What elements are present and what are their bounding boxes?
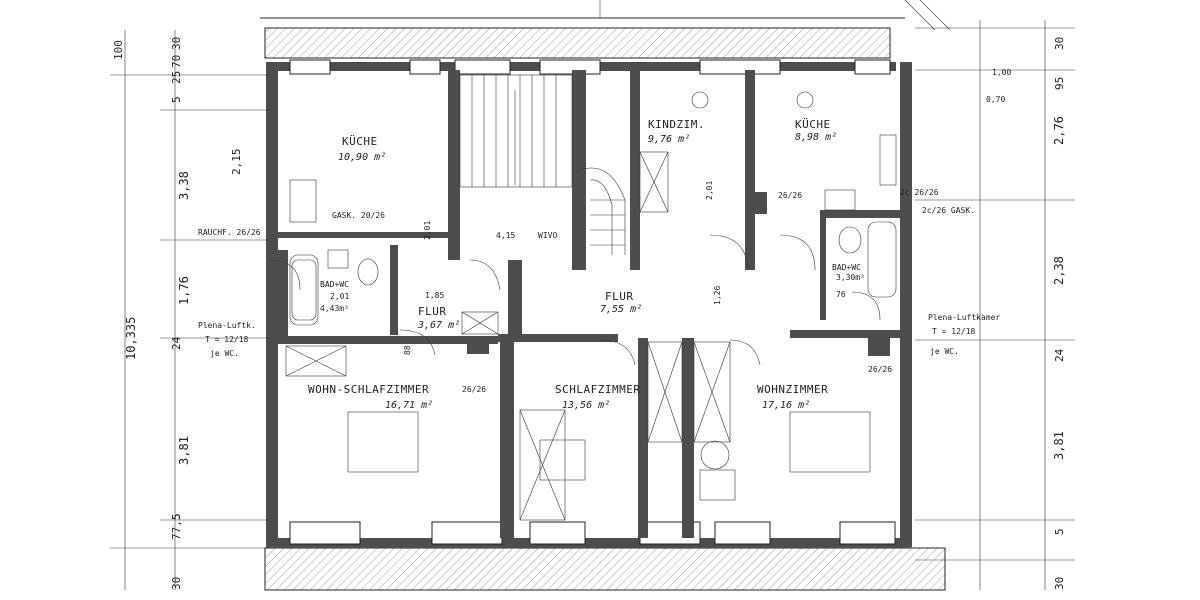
dim-right-30: 30 — [1053, 37, 1066, 50]
dimension-lines-left — [110, 30, 270, 590]
dim-left-24: 24 — [170, 336, 183, 350]
room-area-kindzim: 9,76 m² — [648, 134, 690, 145]
fixtures — [289, 134, 897, 501]
dim-inner-4-15: 4,15 — [496, 231, 515, 240]
roof-strip-bottom — [264, 547, 946, 591]
room-area-kueche-right: 8,98 m² — [795, 132, 837, 143]
dim-right-30b: 30 — [1053, 577, 1066, 590]
vent-left-line1: Plena-Luftk. — [198, 321, 256, 330]
room-area-wohnzimmer: 17,16 m² — [762, 400, 810, 411]
room-name-kueche-left: KÜCHE — [342, 135, 378, 148]
room-name-bad-left: BAD+WC — [320, 280, 349, 289]
dim-right-95: 95 — [1053, 77, 1066, 90]
note-rauchf: RAUCHF. 26/26 — [198, 228, 261, 237]
door-swings — [269, 91, 881, 470]
dim-right-1-00: 1,00 — [992, 68, 1011, 77]
room-name-wohn-schlaf: WOHN-SCHLAFZIMMER — [308, 383, 429, 396]
dim-left-5: 5 — [170, 96, 183, 103]
vent-left-line3: je WC. — [210, 349, 239, 358]
room-name-flur-mid: FLUR — [605, 290, 634, 303]
room-area-flur-mid: 7,55 m² — [600, 304, 642, 315]
note-dim-26-26-right: 26/26 — [868, 365, 892, 374]
staircase — [459, 74, 626, 255]
dim-left-30b: 30 — [170, 577, 183, 590]
dim-right-0-70: 0,70 — [986, 95, 1005, 104]
room-area-kueche-left: 10,90 m² — [338, 152, 386, 163]
dim-left-3-38: 3,38 — [177, 171, 191, 200]
windows-bottom — [289, 521, 896, 545]
interior-walls — [278, 70, 900, 538]
room-name-wivo: WIVO — [538, 231, 557, 240]
dim-inner-2-01: 2,01 — [423, 221, 432, 240]
room-area-flur-left: 3,67 m² — [417, 320, 460, 331]
dim-left-77-5: 77,5 — [170, 514, 183, 541]
dim-left-30: 30 — [170, 37, 183, 50]
room-name-kindzim: KINDZIM. — [648, 118, 705, 131]
vent-right-line1: Plena-Luftkamer — [928, 313, 1000, 322]
dim-inner-76: 76 — [836, 290, 846, 299]
note-gask-right: 2c/26 GASK. — [922, 206, 975, 215]
dim-right-2-38: 2,38 — [1052, 256, 1066, 285]
dim-left-70: 70 — [170, 55, 183, 68]
room-area2-bad-left: 4,43m² — [320, 304, 349, 313]
room-name-bad-right: BAD+WC — [832, 263, 861, 272]
note-gask-left: GASK. 20/26 — [332, 211, 385, 220]
dim-right-2-76: 2,76 — [1052, 116, 1066, 145]
dim-inner-2-01b: 2,01 — [705, 181, 714, 200]
dim-left-3-81: 3,81 — [177, 436, 191, 465]
dim-left-25: 25 — [170, 71, 183, 84]
dim-left-5b: 5 — [170, 513, 183, 520]
dim-inner-1-85: 1,85 — [425, 291, 444, 300]
dim-right-3-81: 3,81 — [1052, 431, 1066, 460]
room-area-bad-right: 3,30m² — [836, 273, 865, 282]
room-name-flur-left: FLUR — [418, 305, 447, 318]
dimension-lines-right — [904, 0, 1075, 590]
vent-right-line3: je WC. — [930, 347, 959, 356]
dim-inner-1-26: 1,26 — [713, 286, 722, 305]
note-26-26-mid: 26/26 — [462, 385, 486, 394]
room-name-wohnzimmer: WOHNZIMMER — [757, 383, 828, 396]
dim-right-5: 5 — [1053, 528, 1066, 535]
dim-right-24: 24 — [1053, 348, 1066, 362]
dim-left-total: 10,335 — [124, 317, 138, 360]
room-name-kueche-right: KÜCHE — [795, 118, 831, 131]
shafts — [285, 151, 731, 521]
roof-strip-top — [264, 27, 891, 59]
dim-left-1-76: 1,76 — [177, 276, 191, 305]
room-area-wohn-schlaf: 16,71 m² — [385, 400, 433, 411]
vent-left-line2: T = 12/18 — [205, 335, 249, 344]
dim-left-2-15: 2,15 — [230, 149, 243, 176]
vent-right-line2: T = 12/18 — [932, 327, 976, 336]
room-name-schlafzimmer: SCHLAFZIMMER — [555, 383, 640, 396]
room-area-bad-left: 2,01 — [330, 292, 349, 301]
note-2c-26: 2c 26/26 — [900, 188, 939, 197]
dim-inner-88: 88 — [403, 345, 412, 355]
note-26-26-kitchen: 26/26 — [778, 191, 802, 200]
room-area-schlafzimmer: 13,56 m² — [562, 400, 610, 411]
dim-left-100: 100 — [112, 40, 125, 60]
